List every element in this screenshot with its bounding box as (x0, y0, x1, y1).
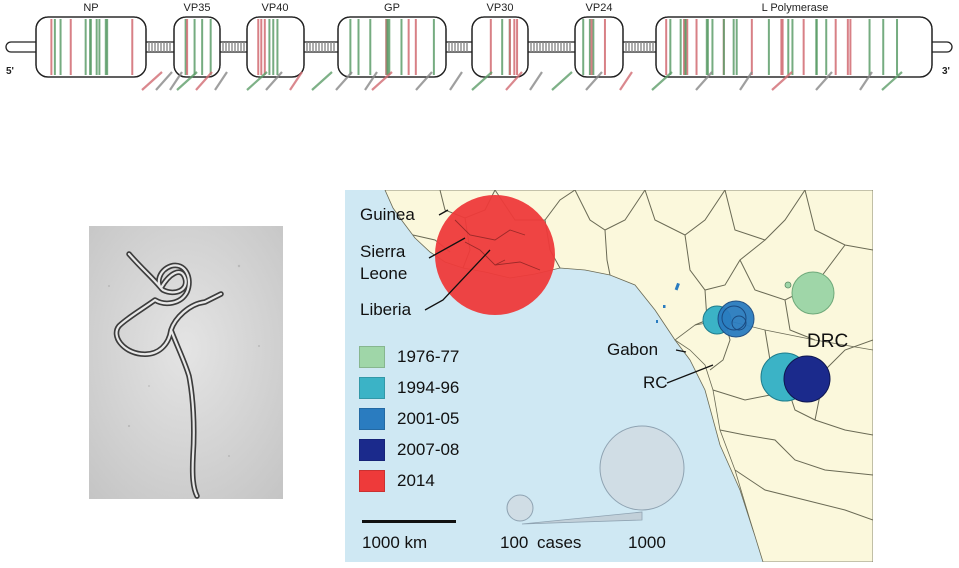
size-key-wedge (521, 511, 643, 525)
gene-box-vp24 (574, 16, 624, 78)
legend-swatch-2007 (359, 439, 385, 461)
size-key-word: cases (537, 533, 582, 552)
legend-row-1994: 1994-96 (359, 375, 459, 401)
gene-label-gp: GP (384, 2, 400, 14)
mutation-projections (141, 42, 903, 91)
genome-svg (5, 16, 953, 91)
circle-small-drc (784, 281, 792, 289)
gene-label-vp30: VP30 (486, 2, 514, 14)
gene-box-vp35 (173, 16, 221, 78)
size-key-small-circle (506, 494, 534, 522)
legend-swatch-2014 (359, 470, 385, 492)
size-key-large-circle (599, 425, 685, 511)
three-prime-label: 3' (942, 66, 950, 77)
gene-box-vp40 (246, 16, 305, 78)
label-leone: Leone (360, 264, 408, 283)
circle-2001-gabon-c (731, 315, 747, 331)
circle-2007-drc (783, 355, 831, 403)
gene-box-gp (337, 16, 447, 78)
legend-swatch-1994 (359, 377, 385, 399)
map-svg (345, 190, 873, 562)
legend-swatch-2001 (359, 408, 385, 430)
size-key-large-value: 1000 (628, 533, 666, 552)
legend-label-2001: 2001-05 (397, 409, 460, 428)
label-guinea: Guinea (360, 205, 415, 224)
virion-filament (113, 251, 224, 499)
gene-label-vp40: VP40 (261, 2, 289, 14)
gene-box-np (35, 16, 147, 78)
gene-label-vp35: VP35 (183, 2, 211, 14)
circle-2014-west-africa (435, 195, 555, 315)
legend-label-1976: 1976-77 (397, 347, 460, 366)
gene-box-vp30 (471, 16, 529, 78)
circle-2001-gabon-b (721, 305, 747, 331)
legend-swatch-1976 (359, 346, 385, 368)
label-rc: RC (643, 373, 668, 392)
gene-label-np: NP (83, 2, 99, 14)
legend-row-2007: 2007-08 (359, 437, 459, 463)
five-prime-label: 5' (6, 66, 14, 77)
legend-row-2014: 2014 (359, 468, 435, 494)
ebola-virion-micrograph (89, 226, 283, 499)
gene-label-vp24: VP24 (585, 2, 613, 14)
gene-label-l-polymerase: L Polymerase (761, 2, 829, 14)
gene-box-l-polymerase (655, 16, 933, 78)
label-gabon: Gabon (607, 340, 659, 359)
legend-label-2007: 2007-08 (397, 440, 460, 459)
scale-bar-label: 1000 km (362, 533, 428, 552)
circle-1976-drc (791, 271, 835, 315)
size-key-small-value: 100 (500, 533, 529, 552)
legend-row-2001: 2001-05 (359, 406, 459, 432)
label-liberia: Liberia (360, 300, 412, 319)
label-drc: DRC (807, 331, 849, 352)
legend-label-1994: 1994-96 (397, 378, 460, 397)
legend-label-2014: 2014 (397, 471, 435, 490)
scale-bar-line (362, 520, 456, 523)
legend-row-1976: 1976-77 (359, 344, 459, 370)
country-borders (412, 190, 873, 521)
label-sierra: Sierra (360, 242, 406, 261)
outbreak-map: Guinea Sierra Leone Liberia Gabon RC DRC… (345, 190, 873, 562)
